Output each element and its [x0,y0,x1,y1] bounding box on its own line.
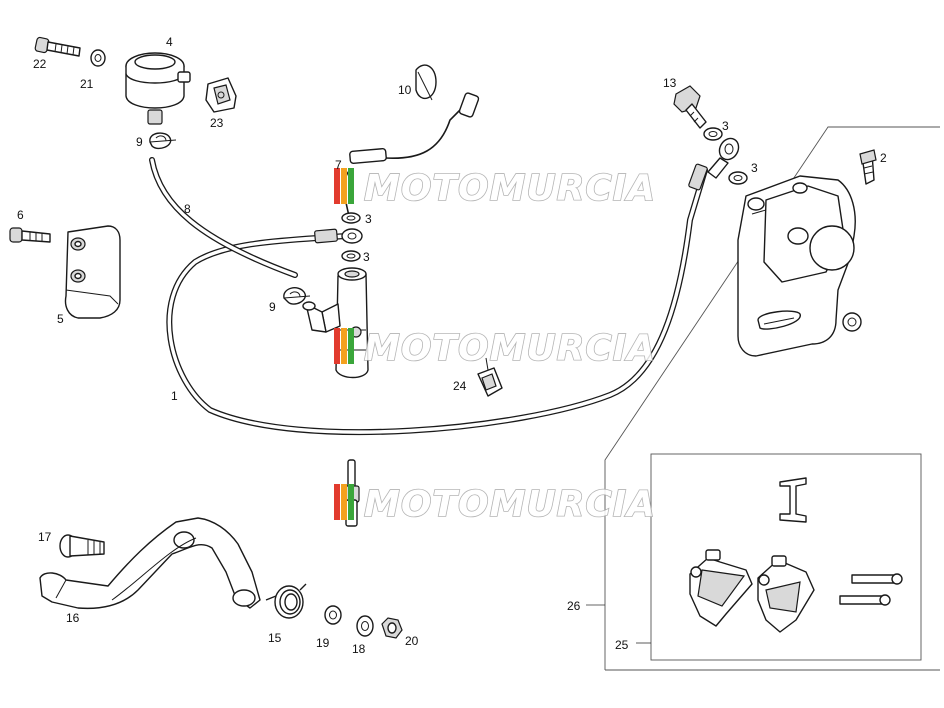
washer-19 [324,605,342,625]
banjo-bolt-13 [673,85,707,129]
cable-tie-10 [415,64,437,100]
hose-crimp-left [314,228,338,244]
washer-21 [90,49,106,67]
brake-pedal-16 [39,517,261,610]
callout-3c: 3 [722,119,729,133]
return-spring-15 [265,583,307,619]
callout-19: 19 [316,636,330,650]
callout-10: 10 [398,83,412,97]
hose-clamp-9b [283,287,311,305]
callout-7: 7 [335,158,342,172]
callout-3d: 3 [751,161,758,175]
guard-cover-5 [64,225,121,319]
callout-18: 18 [352,642,366,656]
washer-18 [356,615,374,637]
watermark-top: MOTOMURCIA [334,167,656,210]
inset-outer-frame [604,126,940,670]
reservoir-bolt [34,36,81,57]
callout-5: 5 [57,312,64,326]
callout-13: 13 [663,76,677,90]
sealing-washer-3b [341,250,361,262]
callout-25: 25 [615,638,629,652]
cable-connector [458,92,480,118]
brake-caliper [737,175,862,357]
hose-bracket-24 [477,357,503,397]
callout-20: 20 [405,634,419,648]
callout-8: 8 [184,202,191,216]
callout-2: 2 [880,151,887,165]
callout-3a: 3 [365,212,372,226]
sealing-washer-3d [728,171,748,185]
sealing-washer-3c [703,127,723,141]
hose-crimp-right [688,163,708,191]
watermark-middle: MOTOMURCIA [334,327,656,370]
pivot-bolt-17 [59,534,105,558]
callout-3b: 3 [363,250,370,264]
callout-16: 16 [66,611,80,625]
callout-17: 17 [38,530,52,544]
mount-clip-23 [205,77,237,113]
banjo-eye-right [718,137,740,161]
banjo-neck [707,157,729,179]
fluid-reservoir [125,52,191,125]
callout-9a: 9 [136,135,143,149]
callout-26: 26 [567,599,581,613]
inset-frame [586,126,940,671]
callout-6: 6 [17,208,24,222]
watermark-text-top: MOTOMURCIA [364,168,656,209]
brake-pad-kit-box [650,453,922,661]
nut-20 [381,617,403,639]
cover-bolt-6 [9,227,51,243]
switch-plug [349,148,387,164]
hose-clamp-9a [149,132,177,150]
brake-hose-main [166,137,740,436]
callout-15: 15 [268,631,282,645]
callout-labels: 1 2 3 3 3 3 4 5 6 7 8 9 9 10 13 15 16 17… [17,35,887,656]
brake-pad-right [757,555,815,633]
callout-4: 4 [166,35,173,49]
brake-switch-cable [343,64,480,221]
bleed-screw-2 [859,149,877,185]
pad-pin-upper [851,573,903,585]
pad-spring [779,477,807,523]
reservoir-tube [149,157,298,278]
callout-1: 1 [171,389,178,403]
pad-pin-lower [839,594,891,606]
callout-22: 22 [33,57,47,71]
callout-21: 21 [80,77,94,91]
watermark-text-bottom: MOTOMURCIA [364,484,656,525]
sealing-washer-3a [341,212,361,224]
callout-24: 24 [453,379,467,393]
banjo-eye-left [341,228,363,244]
callout-9b: 9 [269,300,276,314]
callout-23: 23 [210,116,224,130]
watermark-text-middle: MOTOMURCIA [364,328,656,369]
watermark-bottom: MOTOMURCIA [334,483,656,526]
brake-pad-left [689,549,753,627]
